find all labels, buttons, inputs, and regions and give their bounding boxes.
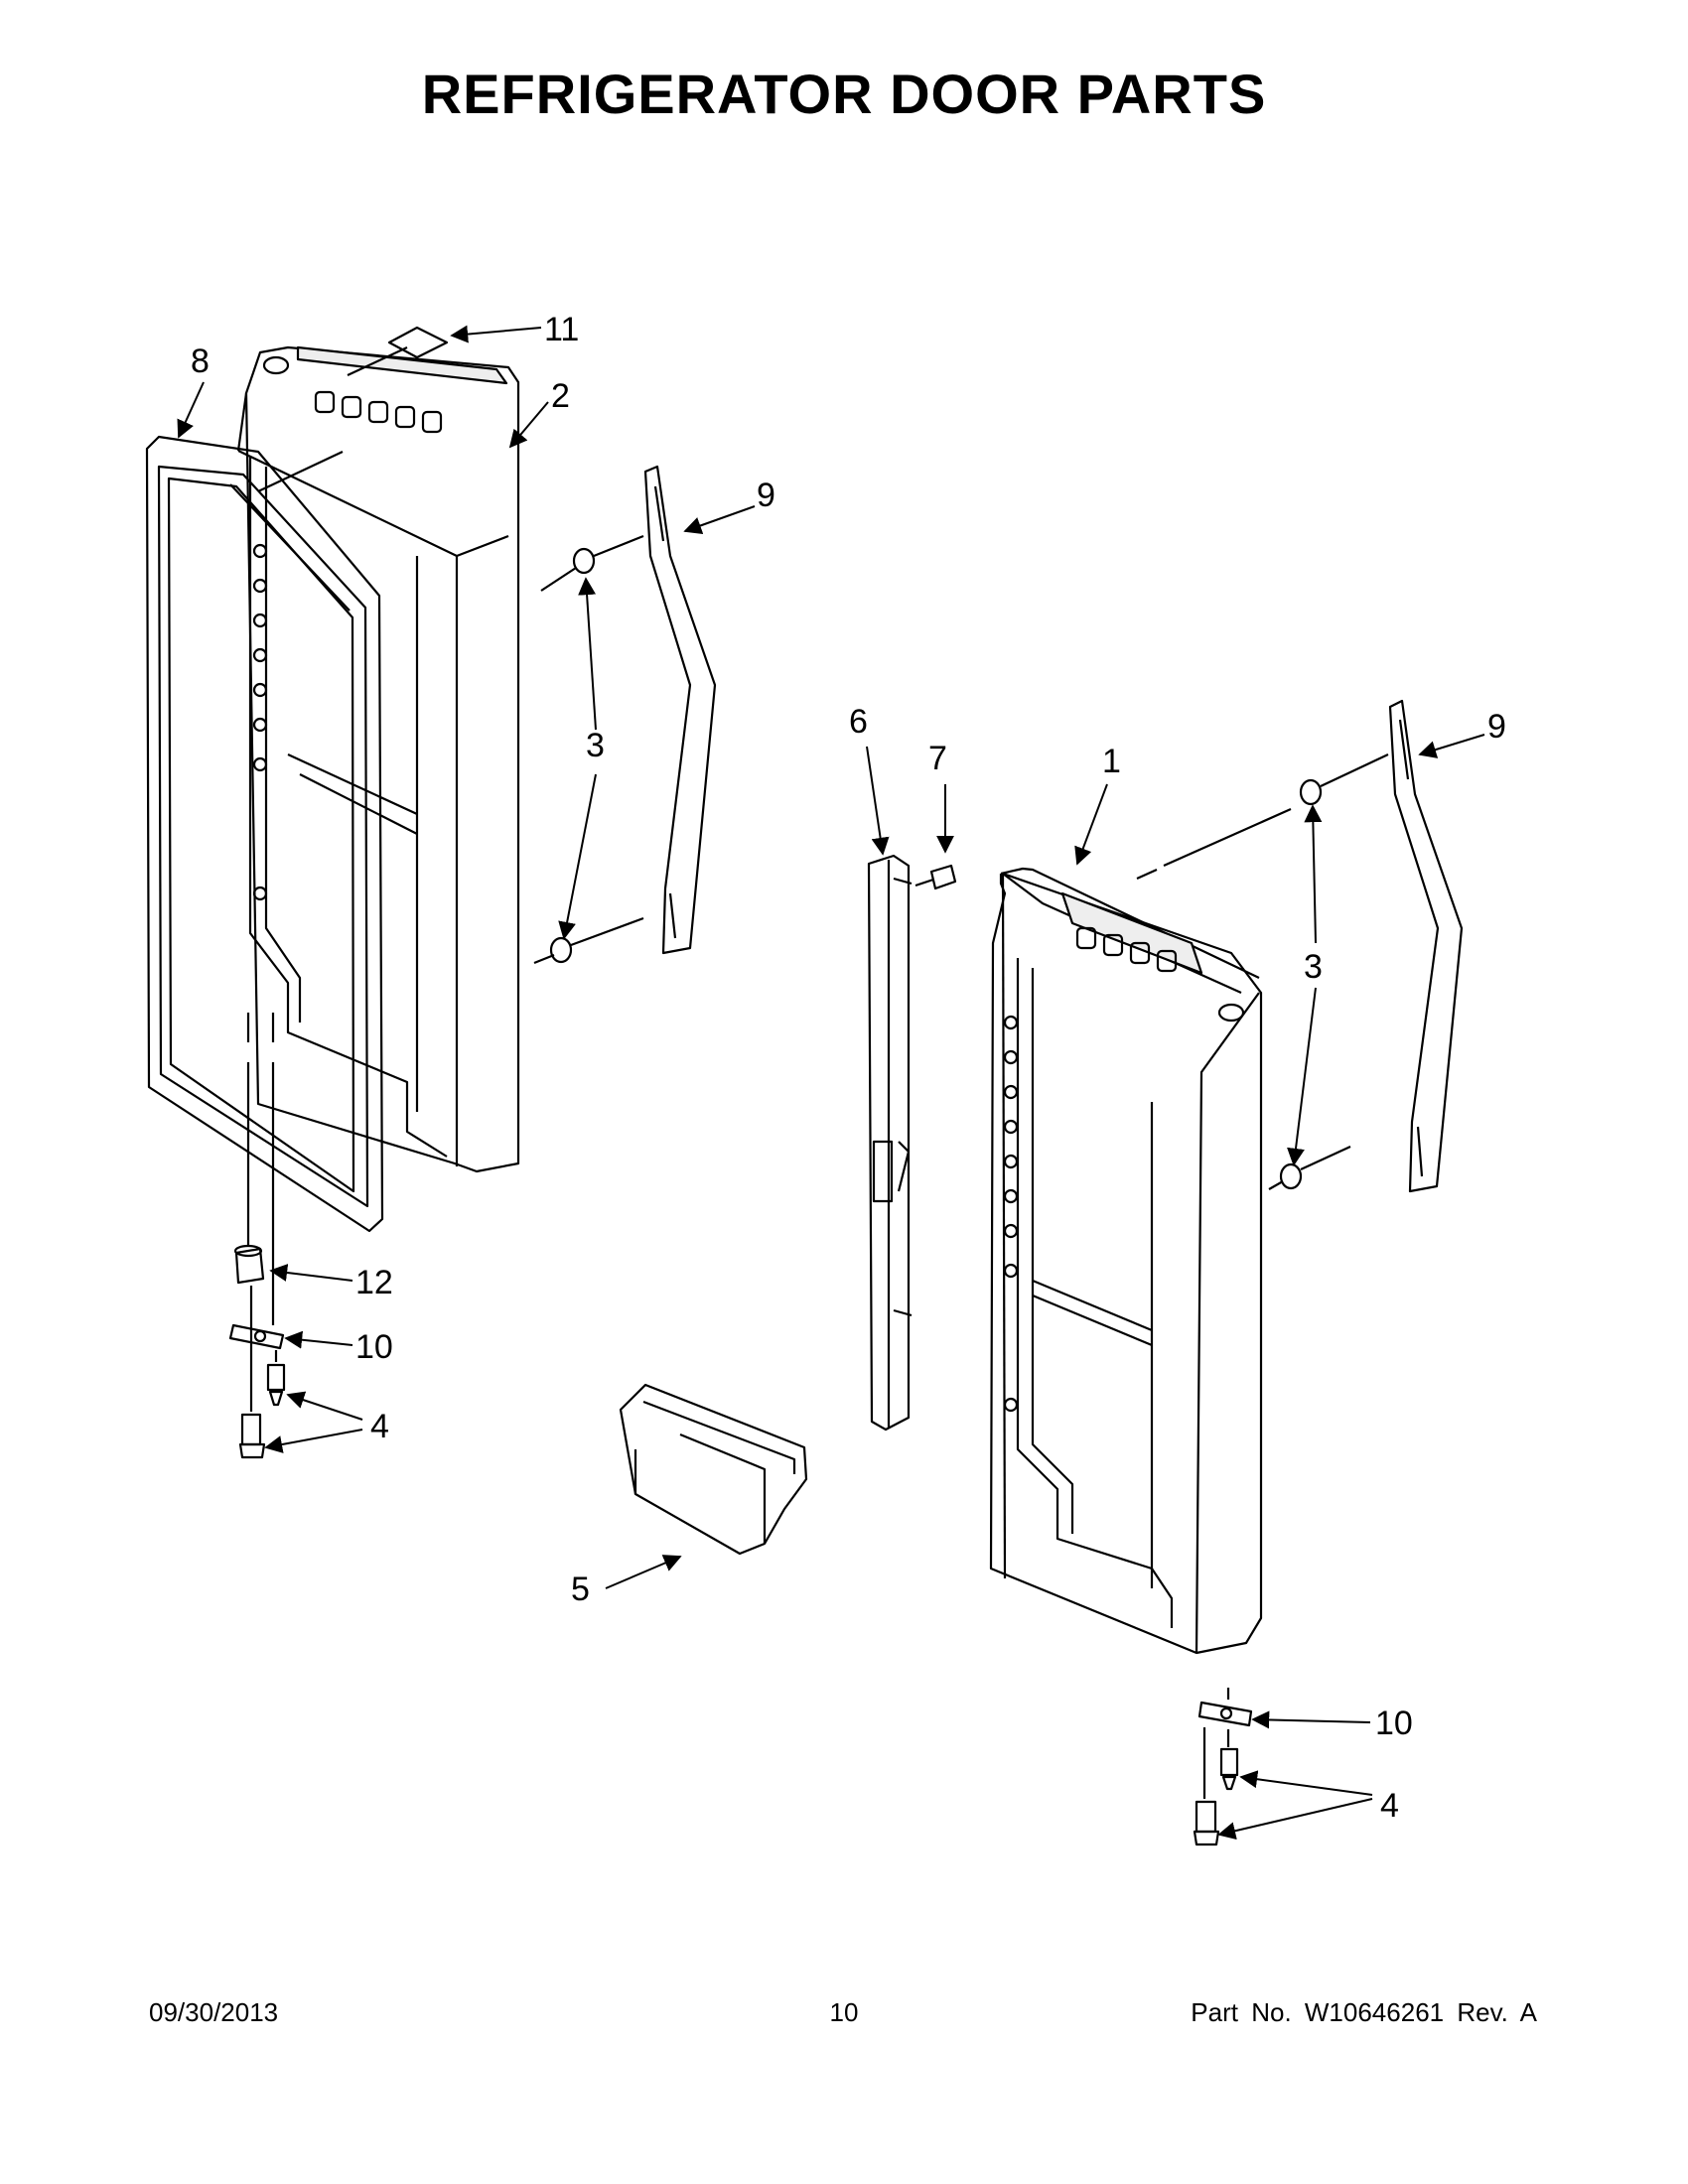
left-door-liner — [236, 345, 520, 1173]
footer-date: 09/30/2013 — [149, 1997, 279, 2027]
right-door-liner — [989, 867, 1263, 1655]
footer-part-number: Part No. W10646261 Rev. A — [1191, 1997, 1537, 2027]
callout-3-left: 3 — [586, 727, 605, 764]
callout-leaders — [177, 325, 1485, 1841]
callout-8: 8 — [191, 342, 210, 380]
left-hinge-hardware — [228, 1244, 286, 1459]
callout-1: 1 — [1102, 743, 1121, 780]
callout-9-left: 9 — [757, 477, 775, 514]
center-mullion — [867, 854, 913, 1432]
callout-12: 12 — [355, 1264, 393, 1301]
assembly-lines — [246, 346, 1389, 1799]
callout-5: 5 — [571, 1570, 590, 1608]
logo-badge — [387, 326, 449, 359]
callout-10-left: 10 — [355, 1328, 393, 1366]
callout-2: 2 — [551, 377, 570, 415]
callout-4-left: 4 — [370, 1408, 389, 1445]
page-title: REFRIGERATOR DOOR PARTS — [421, 63, 1267, 125]
callout-7: 7 — [928, 740, 947, 777]
handle-mounting-studs — [549, 547, 1323, 1190]
callout-6: 6 — [849, 703, 868, 741]
callout-10-right: 10 — [1375, 1705, 1413, 1742]
footer-page-number: 10 — [829, 1997, 859, 2027]
left-door-gasket — [145, 435, 384, 1233]
mullion-screw — [914, 864, 957, 890]
callout-11: 11 — [544, 311, 579, 348]
right-door-handle — [1388, 699, 1464, 1193]
left-door-handle — [643, 465, 717, 955]
callout-4-right: 4 — [1380, 1787, 1399, 1825]
right-hinge-hardware — [1193, 1701, 1253, 1846]
door-bin — [619, 1383, 808, 1556]
callout-9-right: 9 — [1487, 708, 1506, 746]
callout-3-right: 3 — [1304, 948, 1323, 986]
